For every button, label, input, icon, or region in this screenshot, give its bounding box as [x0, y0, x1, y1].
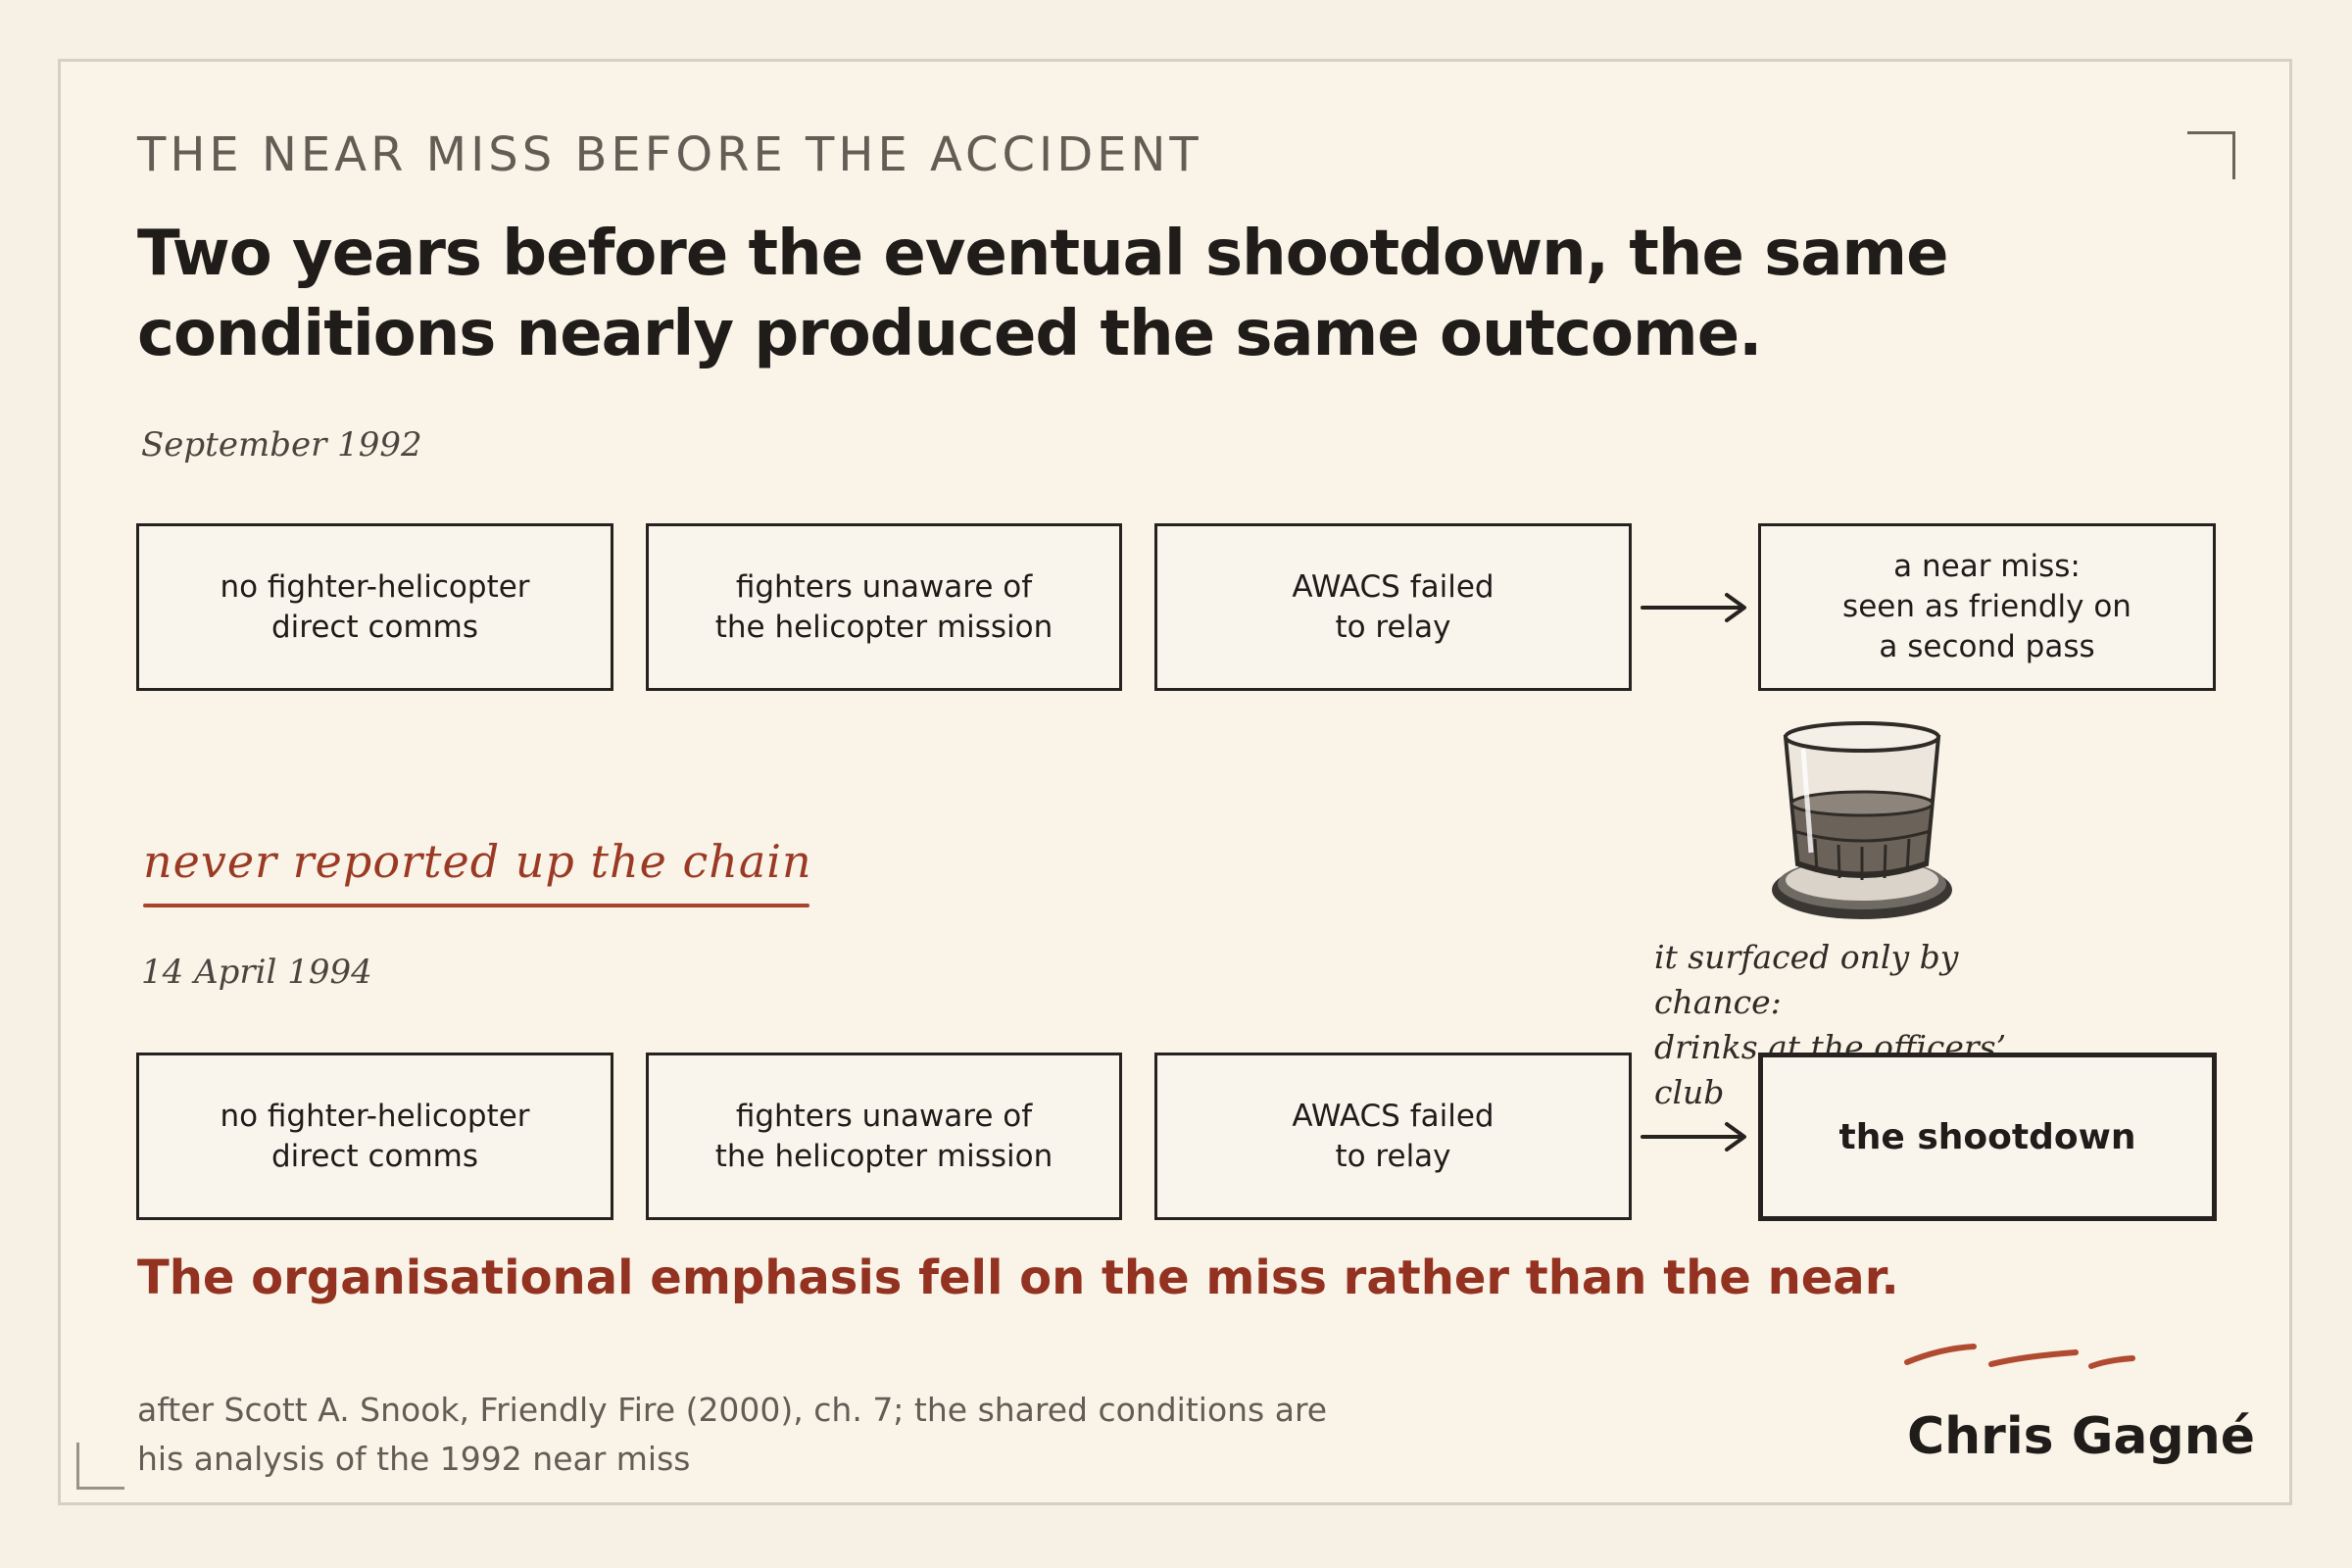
outcome-box-shootdown: the shootdown	[1758, 1053, 2217, 1221]
box-text: direct comms	[270, 609, 479, 645]
source-citation: after Scott A. Snook, Friendly Fire (200…	[137, 1386, 1411, 1484]
box-text: AWACS failed	[1292, 1098, 1494, 1134]
condition-box-comms-1992: no fighter-helicopter direct comms	[136, 523, 613, 691]
condition-box-unaware-1994: fighters unaware of the helicopter missi…	[646, 1053, 1122, 1220]
conclusion-statement: The organisational emphasis fell on the …	[137, 1250, 1899, 1305]
headline-line: Two years before the eventual shootdown,…	[137, 218, 1949, 290]
box-text: to relay	[1335, 1138, 1451, 1174]
author-name: Chris Gagné	[1907, 1407, 2255, 1466]
condition-box-comms-1994: no fighter-helicopter direct comms	[136, 1053, 613, 1220]
source-line: his analysis of the 1992 near miss	[137, 1440, 691, 1478]
headline: Two years before the eventual shootdown,…	[137, 214, 1949, 374]
source-line: after Scott A. Snook, Friendly Fire (200…	[137, 1391, 1328, 1429]
box-text: the helicopter mission	[714, 609, 1054, 645]
box-text: the helicopter mission	[714, 1138, 1054, 1174]
box-text: direct comms	[270, 1138, 479, 1174]
never-reported-underline	[143, 904, 809, 907]
box-text: no fighter-helicopter	[220, 568, 530, 605]
condition-box-unaware-1992: fighters unaware of the helicopter missi…	[646, 523, 1122, 691]
condition-box-awacs-1994: AWACS failed to relay	[1154, 1053, 1632, 1220]
corner-mark-bottom-left	[76, 1443, 124, 1490]
outcome-box-near-miss: a near miss: seen as friendly on a secon…	[1758, 523, 2216, 691]
arrow-right-icon	[1641, 1122, 1746, 1152]
date-1994: 14 April 1994	[141, 953, 372, 992]
never-reported-note: never reported up the chain	[143, 835, 812, 888]
kicker-title: THE NEAR MISS BEFORE THE ACCIDENT	[137, 127, 1202, 182]
condition-box-awacs-1992: AWACS failed to relay	[1154, 523, 1632, 691]
box-text: no fighter-helicopter	[220, 1098, 530, 1134]
chance-note-line: it surfaced only by chance:	[1654, 938, 1959, 1021]
box-text: a second pass	[1879, 629, 2095, 664]
box-text: to relay	[1335, 609, 1451, 645]
box-text: seen as friendly on	[1842, 589, 2132, 624]
corner-mark-top-right	[2187, 131, 2235, 179]
box-text: AWACS failed	[1292, 568, 1494, 605]
arrow-right-icon	[1641, 593, 1746, 622]
box-text: the shootdown	[1838, 1116, 2136, 1157]
signature-dashes-icon	[1904, 1344, 2135, 1369]
box-text: fighters unaware of	[735, 568, 1033, 605]
date-1992: September 1992	[141, 425, 422, 465]
box-text: a near miss:	[1893, 549, 2081, 584]
box-text: fighters unaware of	[735, 1098, 1033, 1134]
headline-line: conditions nearly produced the same outc…	[137, 298, 1762, 370]
whisky-glass-icon	[1772, 721, 1952, 919]
